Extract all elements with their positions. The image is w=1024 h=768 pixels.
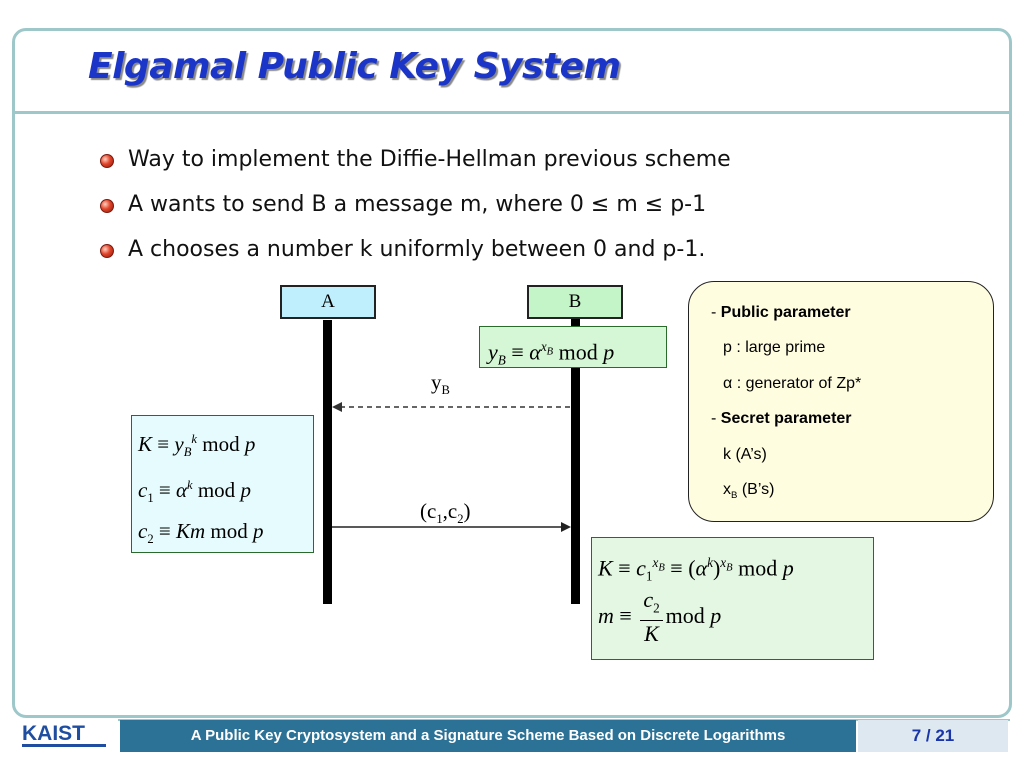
bullet-icon — [100, 154, 114, 168]
bullet-text: A chooses a number k uniformly between 0… — [128, 237, 706, 262]
c-message-label: (c1,c2) — [420, 499, 471, 527]
page-number: 7 / 21 — [858, 720, 1008, 752]
bullet-item: A chooses a number k uniformly between 0… — [98, 233, 731, 278]
bullet-item: A wants to send B a message m, where 0 ≤… — [98, 188, 731, 233]
bullet-icon — [100, 199, 114, 213]
param-k: k (A’s) — [723, 446, 767, 463]
yb-message-label: yB — [431, 370, 450, 398]
party-b-box: B — [527, 285, 623, 319]
formula-c2: c2 ≡ Km mod p — [138, 519, 264, 547]
footer-bar — [120, 720, 856, 752]
bullet-icon — [100, 244, 114, 258]
kaist-logo: KAIST — [12, 718, 118, 752]
formula-k-recover: K ≡ c1xB ≡ (αk)xB mod p — [598, 555, 794, 584]
party-a-lifeline — [323, 320, 332, 604]
title-divider — [14, 111, 1010, 114]
kaist-logo-text: KAIST — [22, 722, 85, 745]
bullet-text: Way to implement the Diffie-Hellman prev… — [128, 147, 731, 172]
footer-title: A Public Key Cryptosystem and a Signatur… — [190, 727, 786, 744]
param-p: p : large prime — [723, 339, 826, 356]
party-a-box: A — [280, 285, 376, 319]
bullet-list: Way to implement the Diffie-Hellman prev… — [98, 143, 731, 278]
secret-parameter-header: - Secret parameter — [711, 410, 852, 427]
formula-k: K ≡ yBk mod p — [138, 432, 256, 460]
formula-c1: c1 ≡ αk mod p — [138, 478, 251, 506]
party-b-lifeline — [571, 319, 580, 604]
param-xb: xB (B’s) — [723, 481, 775, 502]
bullet-text: A wants to send B a message m, where 0 ≤… — [128, 192, 707, 217]
a-encryption-formulas: K ≡ yBk mod p c1 ≡ αk mod p c2 ≡ Km mod … — [131, 415, 314, 553]
b-public-key-formula: yB ≡ αxB mod p — [479, 326, 667, 368]
parameter-box: - Public parameter p : large prime α : g… — [688, 281, 994, 522]
param-alpha: α : generator of Zp* — [723, 375, 862, 392]
bullet-item: Way to implement the Diffie-Hellman prev… — [98, 143, 731, 188]
slide-frame — [12, 28, 1012, 718]
public-parameter-header: - Public parameter — [711, 304, 851, 321]
slide-title: Elgamal Public Key System — [88, 46, 621, 87]
